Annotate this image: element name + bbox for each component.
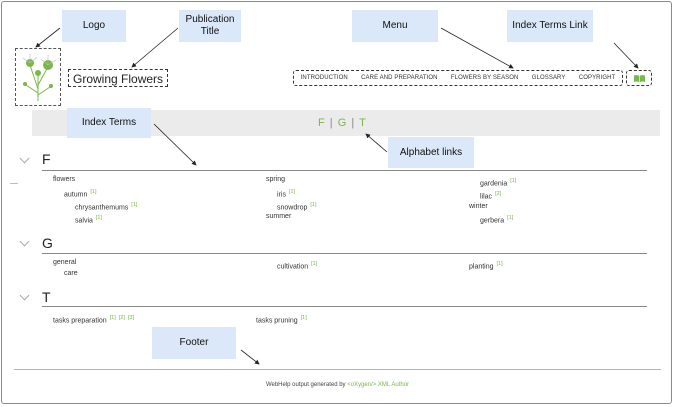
index-term: summer	[266, 213, 292, 220]
index-terms-link[interactable]	[626, 70, 652, 86]
callout-index-terms: Index Terms	[67, 108, 151, 138]
index-ref-link[interactable]: [3]	[127, 315, 135, 321]
index-term: cultivation[1]	[277, 261, 318, 271]
index-ref-link[interactable]: [1]	[311, 261, 318, 267]
main-menu: INTRODUCTION CARE AND PREPARATION FLOWER…	[293, 70, 623, 86]
index-ref-link[interactable]: [1]	[90, 189, 97, 195]
index-ref-link[interactable]: [1]	[300, 315, 307, 321]
callout-menu: Menu	[352, 10, 438, 42]
arrow-menu	[440, 27, 514, 69]
side-marker	[10, 183, 18, 184]
index-term: chrysanthemums[1]	[75, 202, 138, 212]
index-letter-f: F	[42, 151, 51, 167]
menu-item-flowers-by-season[interactable]: FLOWERS BY SEASON	[450, 75, 519, 81]
index-term: flowers	[53, 176, 76, 183]
footer: WebHelp output generated by <oXygen/> XM…	[0, 382, 675, 388]
alphabet-separator: |	[329, 117, 333, 129]
index-ref-link[interactable]: [1]	[131, 202, 138, 208]
index-term: care	[64, 270, 78, 277]
index-ref-link[interactable]: [1]	[310, 202, 317, 208]
index-term: general	[53, 259, 77, 266]
section-divider	[42, 253, 647, 254]
dandelion-logo-icon	[22, 54, 57, 101]
arrow-index-terms	[153, 123, 197, 166]
index-term: tasks pruning[1]	[256, 315, 307, 325]
arrow-alphabet-links	[365, 133, 388, 153]
index-ref-link[interactable]: [1]	[510, 178, 517, 184]
footer-text: WebHelp output generated by	[265, 382, 346, 388]
section-divider	[42, 306, 647, 307]
footer-brand-link[interactable]: <oXygen/> XML Author	[347, 382, 410, 388]
index-letter-g: G	[42, 235, 53, 251]
arrow-publication-title	[131, 27, 179, 68]
index-term: planting[1]	[469, 261, 503, 271]
index-term: iris[1]	[277, 189, 296, 199]
logo[interactable]	[15, 48, 61, 106]
index-term: winter	[469, 203, 488, 210]
menu-item-glossary[interactable]: GLOSSARY	[531, 75, 566, 81]
index-term: snowdrop[1]	[277, 202, 317, 212]
index-ref-link[interactable]: [1]	[95, 215, 103, 221]
open-book-icon	[634, 75, 645, 83]
index-letter-t: T	[42, 289, 51, 305]
footer-divider	[14, 369, 661, 370]
alphabet-links: F | G | T	[318, 117, 366, 129]
index-ref-link[interactable]: [1]	[507, 215, 514, 221]
callout-alphabet-links: Alphabet links	[388, 137, 474, 168]
index-ref-link[interactable]: [1]	[109, 315, 116, 321]
index-ref-link[interactable]: [2]	[118, 315, 125, 321]
index-ref-link[interactable]: [2]	[495, 191, 502, 197]
alphabet-link-g[interactable]: G	[337, 117, 347, 129]
index-term: salvia[1]	[75, 215, 103, 225]
index-term: lilac[2]	[480, 191, 502, 201]
index-term: autumn[1]	[64, 189, 97, 199]
menu-item-copyright[interactable]: COPYRIGHT	[578, 75, 616, 81]
alphabet-link-t[interactable]: T	[359, 117, 366, 129]
arrow-footer	[240, 349, 260, 365]
callout-publication-title: Publication Title	[179, 10, 241, 42]
section-divider	[42, 170, 647, 171]
index-term: gerbera[1]	[480, 215, 514, 225]
index-term: tasks preparation[1][2][3]	[53, 315, 135, 325]
callout-footer: Footer	[152, 327, 236, 359]
index-term: spring	[266, 176, 286, 183]
arrow-index-terms-link	[613, 42, 639, 69]
callout-logo: Logo	[62, 10, 126, 42]
alphabet-separator: |	[351, 117, 355, 129]
index-ref-link[interactable]: [1]	[288, 189, 296, 195]
publication-title[interactable]: Growing Flowers	[68, 69, 169, 87]
menu-item-introduction[interactable]: INTRODUCTION	[300, 75, 348, 81]
alphabet-link-f[interactable]: F	[318, 117, 325, 129]
callout-index-terms-link: Index Terms Link	[507, 10, 593, 42]
arrow-logo	[35, 27, 61, 48]
index-term: gardenia[1]	[480, 178, 517, 188]
index-ref-link[interactable]: [1]	[496, 261, 503, 267]
menu-item-care-and-preparation[interactable]: CARE AND PREPARATION	[361, 75, 438, 81]
